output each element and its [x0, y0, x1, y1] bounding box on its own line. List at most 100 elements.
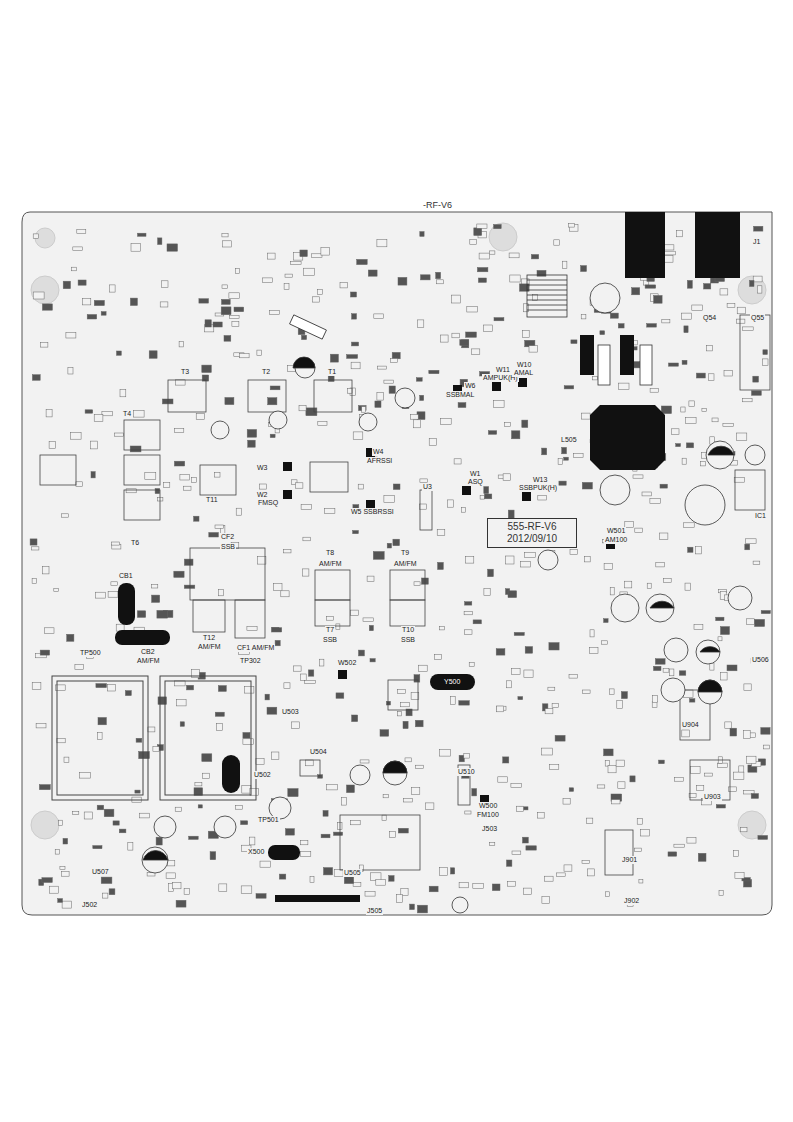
silkscreen-label: W13: [532, 476, 548, 484]
smd-pad: [460, 340, 469, 346]
smd-pad: [310, 877, 314, 883]
silkscreen-label: AM/FM: [318, 560, 343, 568]
smd-pad: [137, 611, 145, 618]
smd-pad: [376, 880, 386, 886]
smd-pad: [267, 707, 277, 714]
smd-pad: [511, 784, 522, 788]
smd-pad: [654, 666, 662, 670]
smd-pad: [367, 576, 374, 582]
smd-pad: [454, 459, 461, 464]
smd-pad: [736, 433, 747, 440]
smd-pad: [180, 722, 184, 727]
smd-pad: [524, 888, 532, 894]
smd-pad: [403, 721, 408, 728]
smd-pad: [219, 589, 224, 595]
smd-pad: [98, 733, 103, 740]
smd-pad: [684, 326, 688, 333]
smd-pad: [562, 447, 567, 453]
silkscreen-label: U505: [343, 869, 362, 877]
smd-pad: [369, 625, 373, 630]
smd-pad: [440, 419, 451, 425]
smd-pad: [526, 846, 536, 850]
smd-pad: [662, 319, 670, 323]
silkscreen-label: Q55: [750, 314, 765, 322]
smd-pad: [281, 591, 289, 597]
smd-pad: [301, 505, 311, 510]
smd-pad: [323, 811, 328, 817]
smd-pad: [581, 266, 587, 272]
smd-pad: [696, 786, 703, 791]
smd-pad: [437, 280, 444, 284]
smd-pad: [111, 582, 118, 586]
smd-pad: [104, 809, 114, 817]
smd-pad: [505, 423, 511, 427]
smd-pad: [221, 307, 231, 315]
smd-pad: [75, 664, 84, 669]
smd-pad: [465, 557, 473, 563]
smd-pad: [465, 602, 472, 605]
smd-pad: [80, 773, 91, 778]
smd-pad: [33, 292, 44, 299]
smd-pad: [42, 878, 52, 883]
smd-pad: [41, 342, 48, 347]
smd-pad: [286, 829, 295, 835]
smd-pad: [130, 446, 141, 452]
silkscreen-label: CF2: [220, 533, 235, 541]
smd-pad: [688, 547, 693, 552]
smd-pad: [292, 722, 300, 729]
smd-pad: [163, 482, 169, 487]
smd-pad: [538, 813, 545, 818]
smd-pad: [753, 561, 760, 565]
smd-pad: [279, 874, 285, 879]
smd-pad: [665, 251, 676, 255]
smd-pad: [582, 413, 591, 419]
smd-pad: [451, 868, 455, 874]
smd-pad: [606, 892, 610, 897]
smd-pad: [370, 659, 375, 662]
smd-pad: [498, 777, 508, 782]
silkscreen-label: U3: [422, 483, 433, 491]
smd-pad: [589, 647, 598, 653]
smd-pad: [574, 453, 584, 457]
smd-pad: [94, 300, 104, 305]
smd-pad: [344, 877, 353, 884]
smd-pad: [684, 523, 695, 528]
smd-pad: [108, 592, 118, 598]
smd-pad: [235, 806, 242, 810]
smd-pad: [681, 407, 685, 412]
silkscreen-label: FMSQ: [257, 499, 279, 507]
smd-pad: [558, 458, 562, 464]
smd-pad: [334, 832, 343, 835]
smd-pad: [744, 684, 751, 690]
smd-pad: [597, 785, 605, 788]
silkscreen-label: J502: [81, 901, 98, 909]
smd-pad: [222, 299, 231, 304]
silkscreen-label: AM100: [604, 536, 628, 544]
smd-pad: [524, 670, 533, 677]
smd-pad: [508, 510, 514, 518]
smd-pad: [295, 483, 303, 488]
smd-pad: [743, 730, 750, 738]
silkscreen-label: SSB: [322, 636, 338, 644]
smd-pad: [523, 331, 530, 338]
smd-pad: [202, 754, 212, 762]
smd-pad: [438, 562, 444, 569]
smd-pad: [95, 592, 105, 598]
smd-pad: [459, 701, 470, 705]
silkscreen-label: T6: [130, 539, 140, 547]
smd-pad: [184, 559, 193, 565]
smd-pad: [248, 440, 256, 447]
smd-pad: [696, 373, 705, 378]
smd-pad: [681, 313, 691, 319]
smd-pad: [321, 247, 330, 255]
smd-pad: [758, 836, 768, 840]
smd-pad: [97, 805, 104, 810]
smd-pad: [393, 539, 400, 546]
smd-pad: [174, 461, 184, 466]
smd-pad: [199, 299, 209, 303]
smd-pad: [689, 401, 694, 407]
board-title: -RF-V6: [421, 200, 454, 210]
smd-pad: [215, 712, 224, 716]
smd-pad: [414, 582, 420, 586]
smd-pad: [149, 351, 157, 359]
